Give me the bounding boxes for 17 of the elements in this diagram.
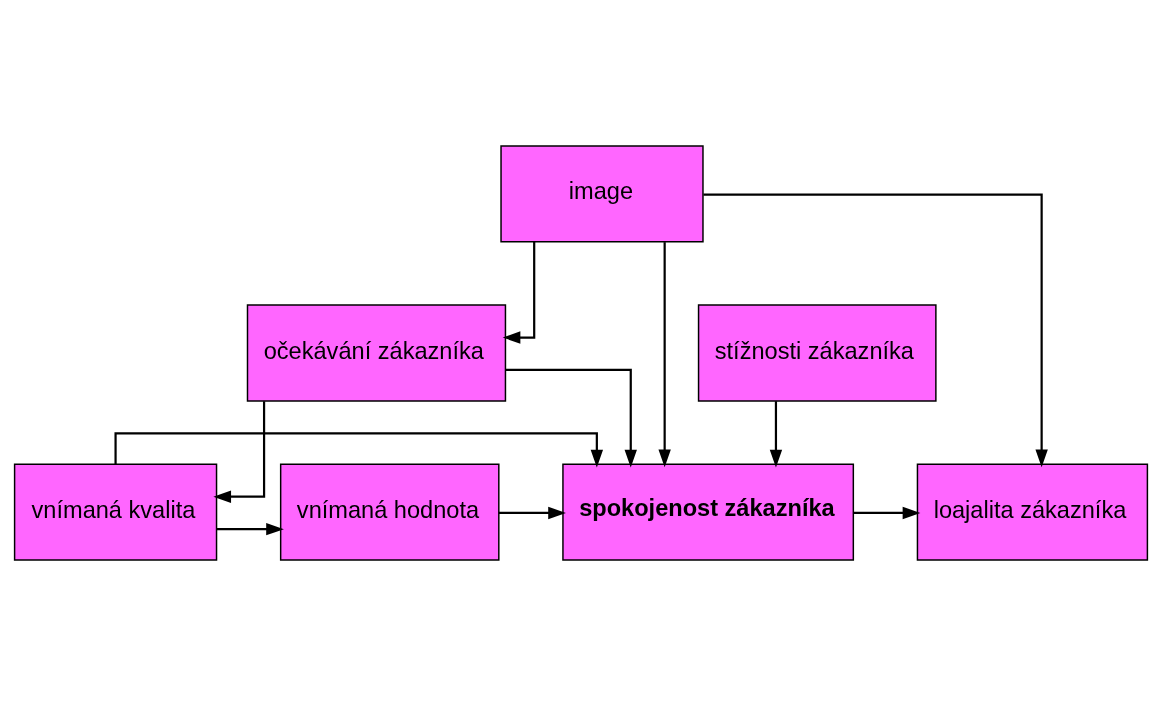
- arrow: [853, 506, 921, 520]
- arrow: [505, 368, 637, 468]
- node-box: image: [500, 145, 704, 243]
- arrow: [703, 193, 1048, 468]
- node-box: vnímaná kvalita: [13, 463, 218, 561]
- node-box: vnímaná hodnota: [279, 463, 500, 561]
- arrow: [114, 432, 604, 468]
- node-box: loajalita zákazníka: [916, 463, 1149, 561]
- arrow: [216, 522, 284, 536]
- node-box: stížnosti zákazníka: [697, 304, 937, 402]
- node-box: očekávání zákazníka: [246, 304, 507, 402]
- arrow: [498, 506, 566, 520]
- arrow: [502, 242, 536, 344]
- node-box: spokojenost zákazníka: [562, 463, 855, 561]
- arrow: [658, 242, 671, 468]
- arrow: [213, 401, 266, 503]
- arrow: [769, 401, 783, 468]
